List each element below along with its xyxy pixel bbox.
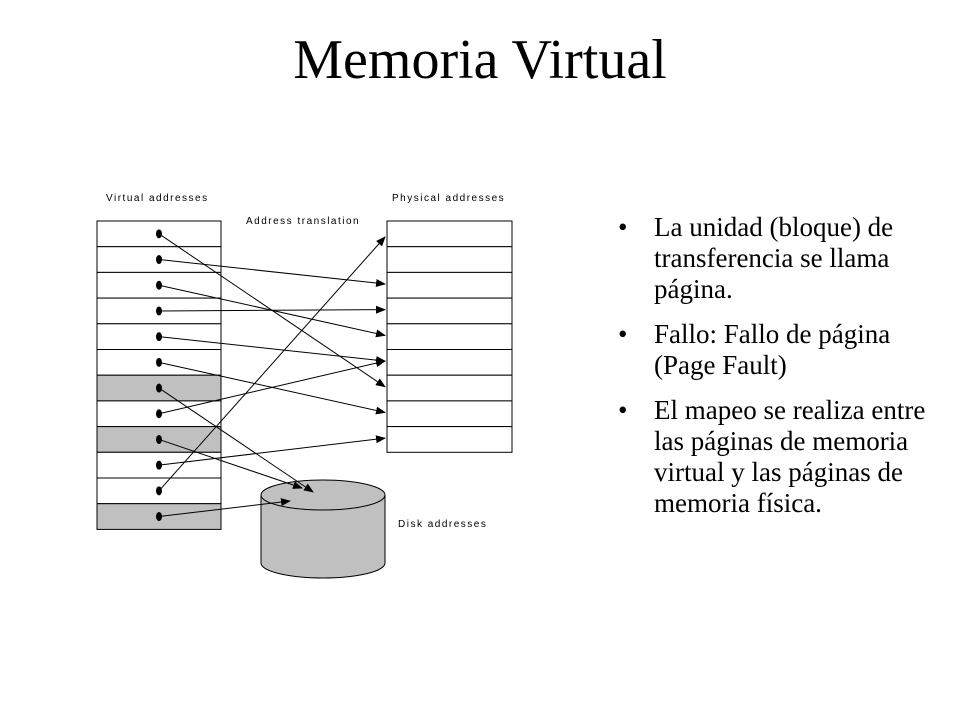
- physical-page: [386, 374, 513, 402]
- physical-page: [386, 220, 513, 248]
- mapping-arrow-disk: [158, 438, 303, 489]
- virtual-page-dot: [156, 486, 162, 496]
- disk-addresses-label: Disk addresses: [398, 519, 487, 530]
- slide-title: Memoria Virtual: [293, 29, 667, 91]
- mapping-arrow-physical: [158, 336, 386, 365]
- virtual-page-dot: [156, 383, 162, 393]
- disk-cylinder: [260, 479, 386, 579]
- virtual-page-dot: [156, 357, 162, 367]
- virtual-page-dot: [156, 332, 162, 342]
- virtual-page-dot: [156, 409, 162, 419]
- virtual-page-dot: [156, 229, 162, 239]
- physical-page: [386, 246, 513, 273]
- physical-page-table: [386, 220, 513, 453]
- physical-page: [386, 349, 513, 376]
- virtual-page-dot: [156, 306, 162, 316]
- mapping-arrow-disk: [158, 387, 314, 493]
- bullet-item: Fallo: Fallo de página (Page Fault): [618, 319, 938, 381]
- virtual-page-table: [96, 220, 222, 530]
- mapping-arrow-physical: [158, 435, 386, 466]
- mapping-arrow-physical: [158, 236, 386, 492]
- disk-body: [260, 495, 386, 579]
- mapping-arrow-physical: [158, 305, 386, 314]
- bullet-item: La unidad (bloque) de transferencia se l…: [618, 212, 938, 305]
- virtual-page-dots: [156, 229, 162, 522]
- physical-page: [386, 426, 513, 453]
- disk-top: [260, 479, 386, 511]
- virtual-page-dot: [156, 512, 162, 522]
- mapping-arrow-disk: [158, 498, 291, 518]
- physical-page: [386, 271, 513, 299]
- address-translation-label: Address translation: [246, 216, 360, 227]
- virtual-page-dot: [156, 280, 162, 290]
- virtual-page-dot: [156, 460, 162, 470]
- virtual-page-dot: [156, 434, 162, 444]
- physical-page: [386, 400, 513, 428]
- mapping-arrow-physical: [158, 359, 386, 415]
- physical-addresses-label: Physical addresses: [392, 193, 505, 204]
- bullet-list: La unidad (bloque) de transferencia se l…: [618, 212, 938, 533]
- physical-page: [386, 323, 513, 350]
- physical-page: [386, 297, 513, 325]
- virtual-addresses-label: Virtual addresses: [106, 193, 209, 204]
- virtual-page-dot: [156, 255, 162, 265]
- bullet-item: El mapeo se realiza entre las páginas de…: [618, 395, 938, 519]
- mapping-arrows: [158, 233, 386, 518]
